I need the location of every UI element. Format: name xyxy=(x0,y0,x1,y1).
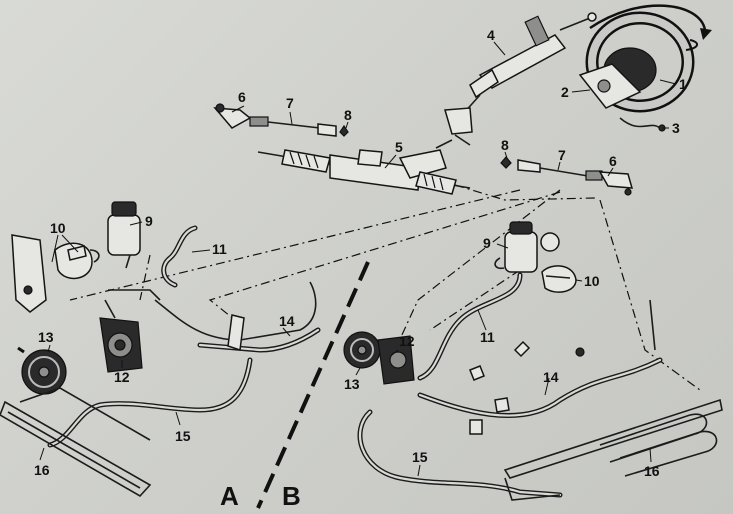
fluid-reservoir-icon xyxy=(107,201,141,269)
oil-cooler-b-icon xyxy=(503,398,723,501)
power-steering-pump-b-icon xyxy=(343,331,415,385)
reservoir-bracket-icon xyxy=(11,234,100,313)
power-steering-pump-icon xyxy=(99,289,161,373)
callout-16-b: 16 xyxy=(644,463,660,479)
hose-clamp-a xyxy=(227,314,245,352)
callout-3: 3 xyxy=(672,120,680,136)
callouts: 1 2 3 4 5 6 7 8 8 7 6 9 10 11 13 12 14 1… xyxy=(34,27,687,479)
callout-2: 2 xyxy=(561,84,569,100)
callout-11-a: 11 xyxy=(212,241,227,257)
leader-lines xyxy=(39,41,677,477)
reference-lines xyxy=(69,184,701,391)
oil-cooler-icon xyxy=(0,387,152,498)
section-divider xyxy=(256,261,370,509)
callout-6-left: 6 xyxy=(238,89,246,105)
callout-13-b: 13 xyxy=(344,376,360,392)
callout-4: 4 xyxy=(487,27,495,43)
callout-5: 5 xyxy=(395,139,403,155)
section-label-a: A xyxy=(220,481,239,511)
callout-14-b: 14 xyxy=(543,369,559,385)
steering-rack-icon xyxy=(257,139,471,195)
steering-column-icon xyxy=(444,12,597,146)
section-label-b: B xyxy=(282,481,301,511)
callout-10-b: 10 xyxy=(584,273,600,289)
pump-pulley-icon xyxy=(17,346,67,395)
callout-15-b: 15 xyxy=(412,449,428,465)
callout-15-a: 15 xyxy=(175,428,191,444)
callout-7-right: 7 xyxy=(558,147,566,163)
reservoir-bracket-b-icon xyxy=(541,265,577,293)
airbag-wire xyxy=(619,117,661,129)
callout-8-right: 8 xyxy=(501,137,509,153)
callout-9-b: 9 xyxy=(483,235,491,251)
callout-8-left: 8 xyxy=(344,107,352,123)
callout-7-left: 7 xyxy=(286,95,294,111)
callout-12-a: 12 xyxy=(114,369,130,385)
callout-14-a: 14 xyxy=(279,313,295,329)
callout-1: 1 xyxy=(679,76,687,92)
tie-rod-left-icon xyxy=(213,103,349,137)
callout-16-a: 16 xyxy=(34,462,50,478)
tie-rod-right-icon xyxy=(500,156,634,196)
callout-11-b: 11 xyxy=(480,329,495,345)
hose-15-a xyxy=(47,357,253,448)
callout-12-b: 12 xyxy=(399,333,415,349)
callout-6-right: 6 xyxy=(609,153,617,169)
callout-9-a: 9 xyxy=(145,213,153,229)
callout-13-a: 13 xyxy=(38,329,54,345)
callout-10-a: 10 xyxy=(50,220,66,236)
fluid-reservoir-b-icon xyxy=(494,221,560,273)
fittings-b xyxy=(469,340,585,435)
